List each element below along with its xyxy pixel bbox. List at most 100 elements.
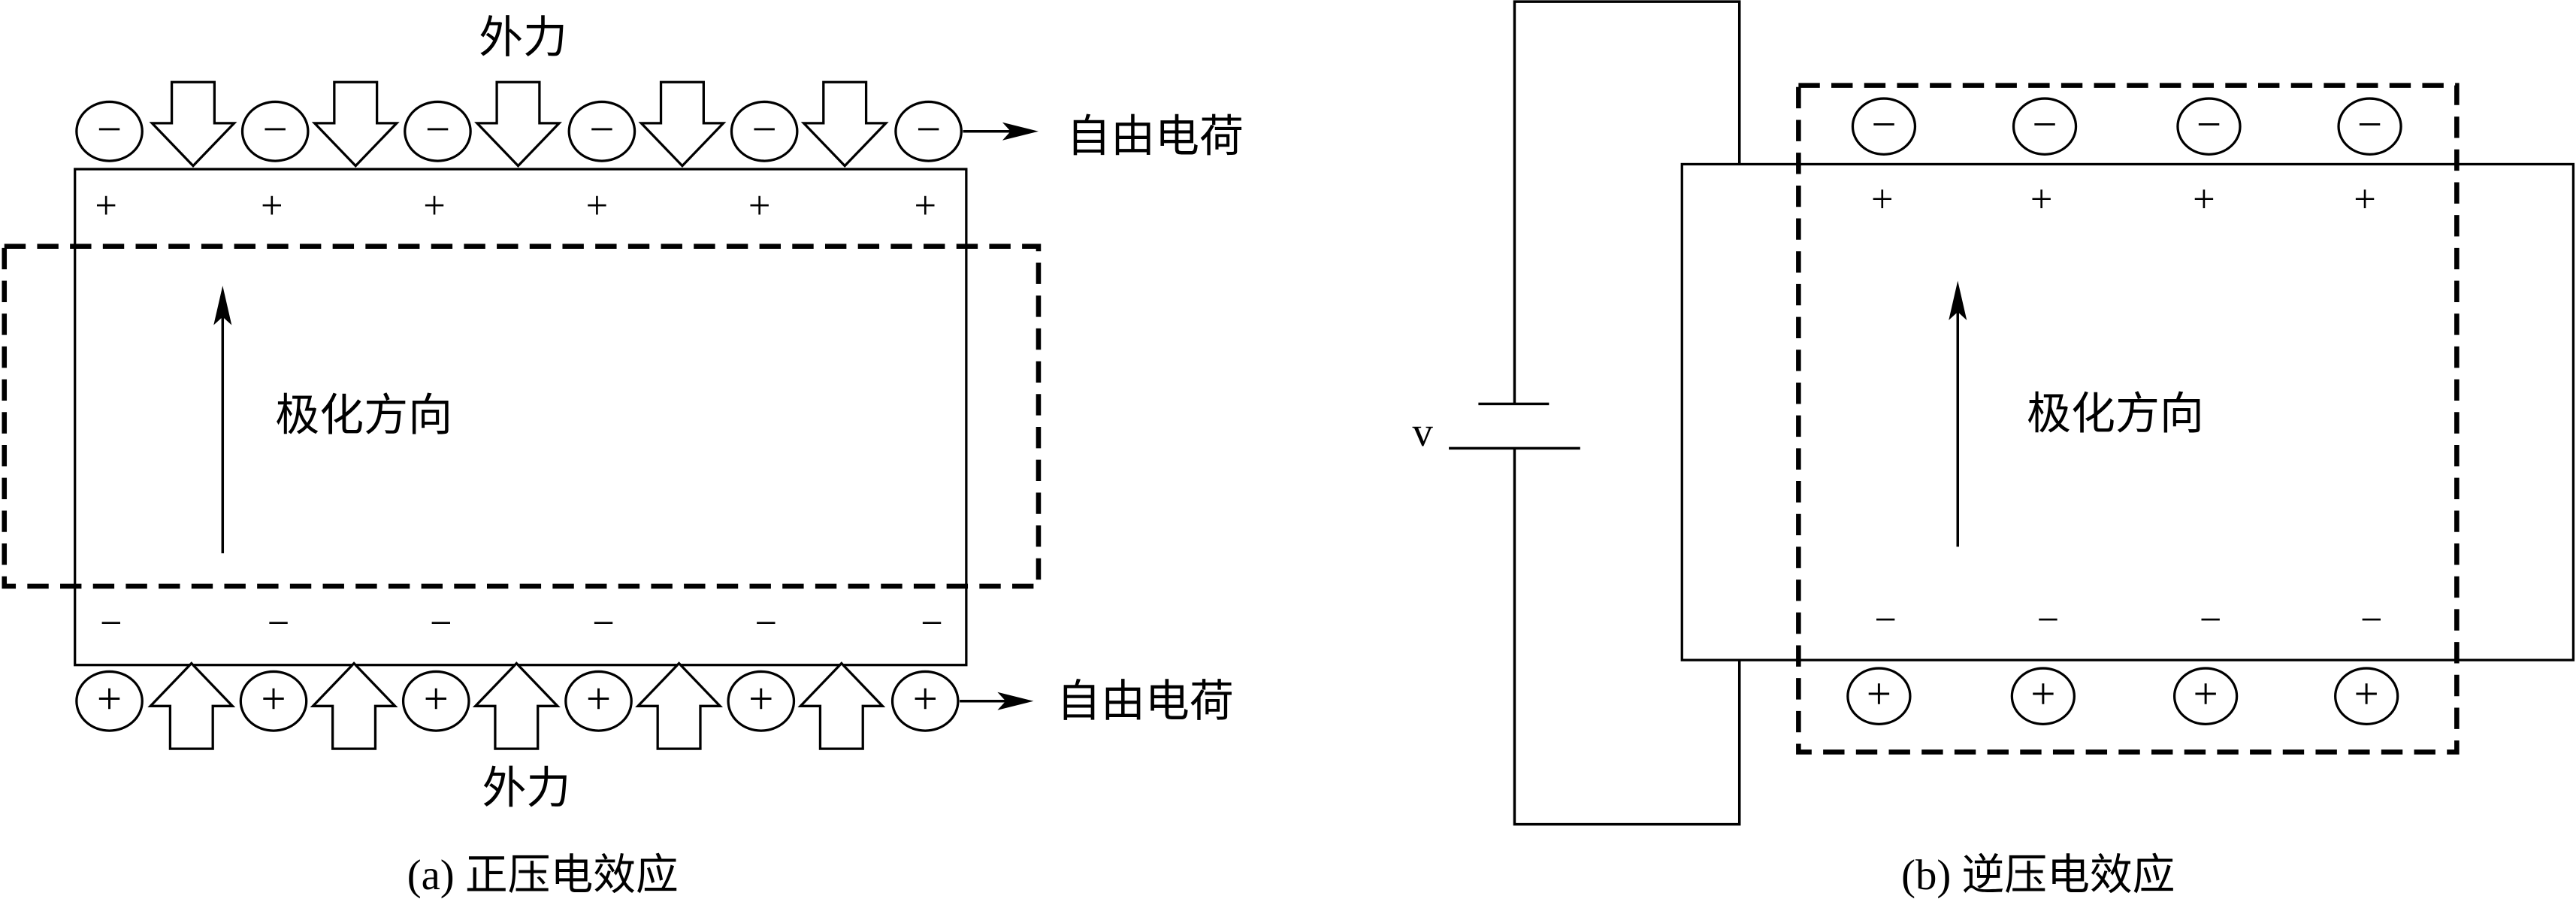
free-charge-negative-sign: − xyxy=(2032,99,2057,149)
free-charge-negative-circle xyxy=(2337,97,2402,156)
bound-charge-positive-sign: + xyxy=(2030,177,2053,221)
free-charge-negative-circle xyxy=(75,100,144,162)
bound-charge-negative-sign: − xyxy=(755,601,778,645)
external-force-down-arrow xyxy=(149,80,237,168)
free-charge-negative-sign: − xyxy=(589,104,614,153)
free-charge-negative-sign: − xyxy=(97,104,122,153)
bound-charge-negative-sign: − xyxy=(100,601,122,645)
top-external-force-label: 外力 xyxy=(479,13,567,62)
bound-charge-negative-sign: − xyxy=(268,601,290,645)
top-free-charge-pointer-head xyxy=(1002,122,1039,141)
free-charge-positive-circle xyxy=(564,670,633,732)
free-charge-negative-sign: − xyxy=(752,104,777,153)
external-force-down-arrow xyxy=(638,80,727,168)
free-charge-positive-circle xyxy=(1846,667,1912,725)
panel-b-inverse-piezoelectric-effect: v − − − − + + + + 极化方向 − − − − + + + + (b) 逆压电效应 xyxy=(1412,0,2575,899)
crystal xyxy=(74,168,968,667)
bound-charge-negative-sign: − xyxy=(2200,598,2222,642)
external-force-up-arrow xyxy=(147,661,236,750)
free-charge-positive-circle xyxy=(401,670,470,732)
bottom-external-force-arrows xyxy=(147,661,886,750)
bound-charge-positive-sign: + xyxy=(261,184,283,228)
free-charge-negative-circle xyxy=(404,100,472,162)
free-charge-positive-circle xyxy=(239,670,308,732)
free-charge-positive-sign: + xyxy=(2354,669,2379,719)
bound-charge-positive-sign: + xyxy=(423,184,446,228)
polarization-direction-label: 极化方向 xyxy=(2027,389,2204,438)
polarization-arrow-head xyxy=(213,286,232,325)
bottom-free-charges: + + + + xyxy=(1846,667,2399,725)
free-charge-negative-circle xyxy=(2012,97,2078,156)
bound-charge-positive-sign: + xyxy=(748,184,771,228)
free-charge-negative-sign: − xyxy=(916,104,941,153)
bound-charge-positive-sign: + xyxy=(2193,177,2215,221)
voltage-label: v xyxy=(1412,409,1433,455)
free-charge-negative-circle xyxy=(2176,97,2242,156)
external-force-up-arrow xyxy=(310,661,398,750)
external-force-down-arrow xyxy=(311,80,400,168)
free-charge-negative-sign: − xyxy=(2197,99,2221,149)
top-free-charge-label: 自由电荷 xyxy=(1066,111,1244,161)
free-charge-negative-circle xyxy=(894,100,963,162)
top-bound-charges: + + + + xyxy=(1871,177,2376,221)
bound-charge-negative-sign: − xyxy=(2037,598,2060,642)
free-charge-positive-sign: + xyxy=(1867,669,1891,719)
free-charge-positive-sign: + xyxy=(586,673,611,723)
bound-charge-negative-sign: − xyxy=(592,601,615,645)
bound-charge-positive-sign: + xyxy=(1871,177,1894,221)
top-external-force-arrows xyxy=(149,80,889,168)
external-force-down-arrow xyxy=(800,80,889,168)
free-charge-negative-sign: − xyxy=(1871,99,1896,149)
top-bound-charges: + + + + + + xyxy=(95,184,936,228)
bottom-bound-charges: −−−−−− xyxy=(100,601,943,645)
external-force-up-arrow xyxy=(635,661,724,750)
bottom-free-charge-label: 自由电荷 xyxy=(1057,676,1234,726)
free-charge-negative-sign: − xyxy=(263,104,288,153)
free-charge-negative-circle xyxy=(1851,97,1917,156)
free-charge-positive-circle xyxy=(2172,667,2239,725)
polarization-direction-label: 极化方向 xyxy=(275,391,452,440)
free-charge-positive-sign: + xyxy=(2030,669,2055,719)
free-charge-positive-circle xyxy=(2334,667,2399,725)
free-charge-positive-circle xyxy=(727,670,796,732)
bound-charge-positive-sign: + xyxy=(95,184,117,228)
external-force-down-arrow xyxy=(474,80,562,168)
free-charge-positive-sign: + xyxy=(261,673,286,723)
free-charge-negative-sign: − xyxy=(425,104,450,153)
panel-b-caption: (b) 逆压电效应 xyxy=(1901,852,2175,899)
free-charge-positive-sign: + xyxy=(748,673,773,723)
bound-charge-positive-sign: + xyxy=(2354,177,2376,221)
polarization-arrow-head xyxy=(1949,280,1967,320)
free-charge-positive-sign: + xyxy=(913,673,938,723)
free-charge-positive-sign: + xyxy=(2193,669,2218,719)
free-charge-positive-circle xyxy=(75,670,144,732)
bottom-free-charge-pointer-head xyxy=(997,692,1034,710)
free-charge-negative-circle xyxy=(730,100,799,162)
free-charge-positive-circle xyxy=(890,670,960,732)
bound-charge-negative-sign: − xyxy=(430,601,452,645)
bound-charge-positive-sign: + xyxy=(586,184,609,228)
bound-charge-negative-sign: − xyxy=(921,601,943,645)
bound-charge-negative-sign: − xyxy=(2360,598,2383,642)
circuit-wire-bottom xyxy=(1513,448,1741,826)
bottom-free-charges: + + + + + + xyxy=(75,670,960,732)
deformed-crystal-outline xyxy=(2,244,1042,589)
bottom-external-force-label: 外力 xyxy=(482,764,570,813)
top-free-charges: −−−− xyxy=(1851,97,2402,156)
bottom-bound-charges: −−−− xyxy=(1874,598,2382,642)
free-charge-positive-sign: + xyxy=(424,673,449,723)
free-charge-negative-circle xyxy=(240,100,310,162)
free-charge-negative-sign: − xyxy=(2357,99,2382,149)
panel-a-caption: (a) 正压电效应 xyxy=(407,852,679,899)
top-free-charges: −−−−−− xyxy=(75,100,963,162)
free-charge-positive-sign: + xyxy=(97,673,122,723)
panel-a-direct-piezoelectric-effect: 外力 −−−−−− 自由电荷 ++++++ 极化方向 −−−−−− ++++++… xyxy=(2,13,1244,899)
crystal xyxy=(1680,162,2575,661)
external-force-up-arrow xyxy=(797,661,886,750)
bound-charge-positive-sign: + xyxy=(914,184,936,228)
bound-charge-negative-sign: − xyxy=(1874,598,1897,642)
external-force-up-arrow xyxy=(472,661,561,750)
free-charge-positive-circle xyxy=(2010,667,2076,725)
deformed-crystal-outline xyxy=(1796,83,2460,755)
